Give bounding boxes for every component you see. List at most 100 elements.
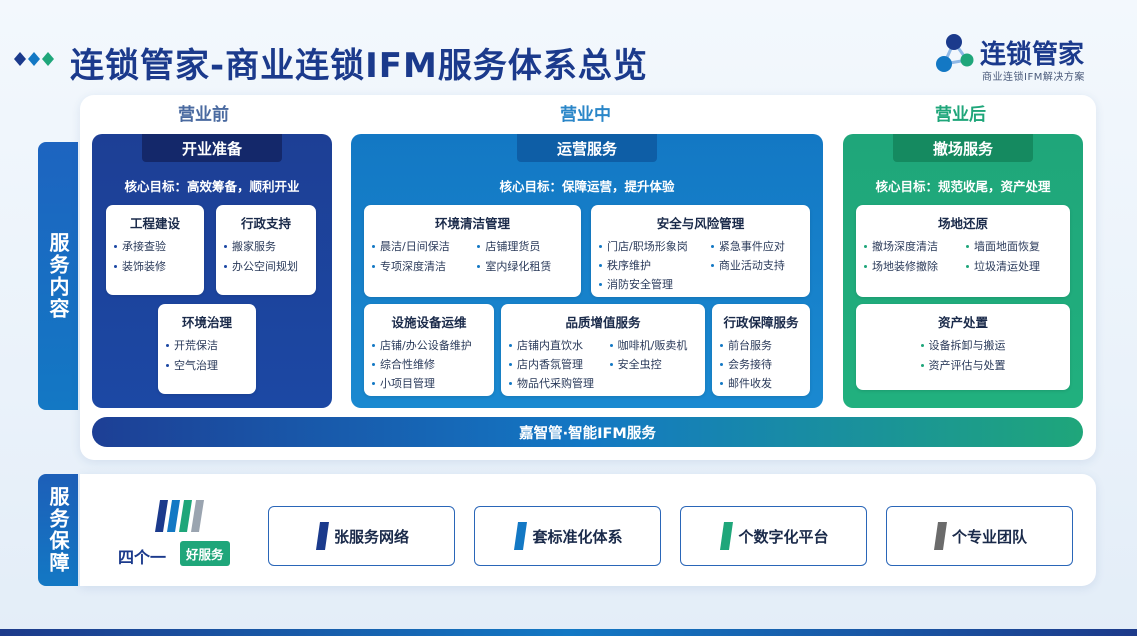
logo-subtitle: 商业连锁IFM解决方案 (982, 72, 1085, 83)
list-item: 承接查验 (114, 238, 196, 254)
phase-label-during: 营业中 (560, 105, 611, 125)
card-list: 承接查验 装饰装修 (114, 238, 196, 274)
column-exit: 撤场服务 核心目标：规范收尾，资产处理 场地还原 撤场深度清洁 墙面地面恢复 场… (843, 134, 1083, 408)
side-label-content: 服务内容 (38, 142, 78, 410)
guarantee-digital-platform: 个数字化平台 (680, 506, 867, 566)
list-item: 物品代采购管理 (509, 375, 604, 391)
card-title: 工程建设 (129, 216, 180, 231)
card-list: 设备拆卸与搬运 资产评估与处置 (864, 337, 1062, 373)
column-operations: 运营服务 核心目标：保障运营，提升体验 环境清洁管理 晨洁/日间保洁 店铺理货员… (351, 134, 823, 408)
list-item: 前台服务 (720, 337, 802, 353)
card-engineering: 工程建设 承接查验 装饰装修 (106, 205, 204, 295)
card-list: 店铺/办公设备维护 综合性维修 小项目管理 (372, 337, 486, 391)
card-title: 行政支持 (240, 216, 291, 231)
good-service-badge: 好服务 (180, 541, 230, 566)
list-item: 垃圾清运处理 (966, 258, 1062, 274)
one-icon (933, 522, 947, 550)
guarantee-network: 张服务网络 (268, 506, 455, 566)
list-item: 门店/职场形象岗 (599, 238, 705, 254)
side-label-guarantee: 服务保障 (38, 474, 78, 586)
card-list: 前台服务 会务接待 邮件收发 (720, 337, 802, 391)
column-goal: 核心目标：保障运营，提升体验 (499, 179, 675, 194)
card-title: 品质增值服务 (565, 315, 641, 330)
list-item: 设备拆卸与搬运 (920, 337, 1006, 353)
list-item: 店铺/办公设备维护 (372, 337, 486, 353)
card-environment: 环境治理 开荒保洁 空气治理 (158, 304, 256, 394)
list-item: 综合性维修 (372, 356, 486, 372)
column-title: 撤场服务 (893, 134, 1033, 162)
card-safety: 安全与风险管理 门店/职场形象岗 紧急事件应对 秩序维护 商业活动支持 消防安全… (591, 205, 810, 297)
list-item: 专项深度清洁 (372, 258, 471, 274)
card-list: 撤场深度清洁 墙面地面恢复 场地装修撤除 垃圾清运处理 (864, 238, 1062, 274)
four-ones-icon (155, 500, 204, 532)
list-item: 资产评估与处置 (920, 357, 1006, 373)
four-one-text: 四个一 (118, 548, 167, 567)
guarantee-label: 个数字化平台 (738, 527, 829, 546)
column-opening-prep: 开业准备 核心目标：高效筹备，顺利开业 工程建设 承接查验 装饰装修 行政支持 … (92, 134, 332, 408)
list-item: 空气治理 (166, 357, 248, 373)
guarantee-label: 个专业团队 (951, 527, 1027, 546)
column-title: 开业准备 (142, 134, 282, 162)
card-title: 设施设备运维 (391, 315, 467, 330)
phase-label-after: 营业后 (935, 105, 986, 125)
header-diamond-icon (14, 52, 54, 66)
list-item: 商业活动支持 (710, 257, 802, 273)
card-admin-service: 行政保障服务 前台服务 会务接待 邮件收发 (712, 304, 810, 396)
card-title: 场地还原 (937, 216, 988, 231)
one-icon (720, 522, 734, 550)
card-asset-disposal: 资产处置 设备拆卸与搬运 资产评估与处置 (856, 304, 1070, 390)
list-item: 紧急事件应对 (710, 238, 802, 254)
guarantee-standard-system: 套标准化体系 (474, 506, 661, 566)
list-item: 咖啡机/贩卖机 (609, 337, 697, 353)
card-cleaning: 环境清洁管理 晨洁/日间保洁 店铺理货员 专项深度清洁 室内绿化租赁 (364, 205, 581, 297)
list-item: 办公空间规划 (224, 258, 308, 274)
card-facilities: 设施设备运维 店铺/办公设备维护 综合性维修 小项目管理 (364, 304, 494, 396)
guarantee-label: 套标准化体系 (532, 527, 623, 546)
list-item: 小项目管理 (372, 375, 486, 391)
list-item: 店铺内直饮水 (509, 337, 604, 353)
card-admin-support: 行政支持 搬家服务 办公空间规划 (216, 205, 316, 295)
list-item: 秩序维护 (599, 257, 705, 273)
list-item: 晨洁/日间保洁 (372, 238, 471, 254)
four-one-logo: 四个一 好服务 (118, 496, 248, 568)
card-list: 搬家服务 办公空间规划 (224, 238, 308, 274)
list-item: 撤场深度清洁 (864, 238, 960, 254)
card-title: 行政保障服务 (723, 315, 799, 330)
card-title: 环境治理 (181, 315, 232, 330)
bottom-accent-bar (0, 629, 1137, 636)
one-icon (315, 522, 329, 550)
card-quality-value: 品质增值服务 店铺内直饮水 咖啡机/贩卖机 店内香氛管理 安全虫控 物品代采购管… (501, 304, 705, 396)
list-item: 开荒保洁 (166, 337, 248, 353)
logo-text: 连锁管家 (980, 40, 1085, 70)
list-item: 装饰装修 (114, 258, 196, 274)
card-site-restore: 场地还原 撤场深度清洁 墙面地面恢复 场地装修撤除 垃圾清运处理 (856, 205, 1070, 297)
card-list: 门店/职场形象岗 紧急事件应对 秩序维护 商业活动支持 消防安全管理 (599, 238, 802, 292)
ifm-service-bar: 嘉智管·智能IFM服务 (92, 417, 1083, 447)
card-title: 资产处置 (937, 315, 988, 330)
phase-label-before: 营业前 (178, 105, 229, 125)
logo-molecule-icon (936, 34, 974, 72)
list-item: 消防安全管理 (599, 276, 705, 292)
card-title: 安全与风险管理 (656, 216, 745, 231)
list-item: 室内绿化租赁 (477, 258, 573, 274)
one-icon (514, 522, 528, 550)
list-item: 店铺理货员 (477, 238, 573, 254)
list-item: 店内香氛管理 (509, 356, 604, 372)
list-item: 搬家服务 (224, 238, 308, 254)
guarantee-pro-team: 个专业团队 (886, 506, 1073, 566)
list-item: 安全虫控 (609, 356, 697, 372)
column-goal: 核心目标：规范收尾，资产处理 (875, 179, 1051, 194)
column-goal: 核心目标：高效筹备，顺利开业 (124, 179, 300, 194)
guarantee-label: 张服务网络 (333, 527, 409, 546)
card-list: 店铺内直饮水 咖啡机/贩卖机 店内香氛管理 安全虫控 物品代采购管理 (509, 337, 697, 391)
list-item: 会务接待 (720, 356, 802, 372)
list-item: 墙面地面恢复 (966, 238, 1062, 254)
column-title: 运营服务 (517, 134, 657, 162)
page-title: 连锁管家-商业连锁IFM服务体系总览 (70, 46, 648, 86)
brand-logo: 连锁管家 商业连锁IFM解决方案 (934, 32, 1104, 83)
list-item: 场地装修撤除 (864, 258, 960, 274)
card-list: 晨洁/日间保洁 店铺理货员 专项深度清洁 室内绿化租赁 (372, 238, 573, 274)
list-item: 邮件收发 (720, 375, 802, 391)
card-list: 开荒保洁 空气治理 (166, 337, 248, 373)
card-title: 环境清洁管理 (434, 216, 510, 231)
